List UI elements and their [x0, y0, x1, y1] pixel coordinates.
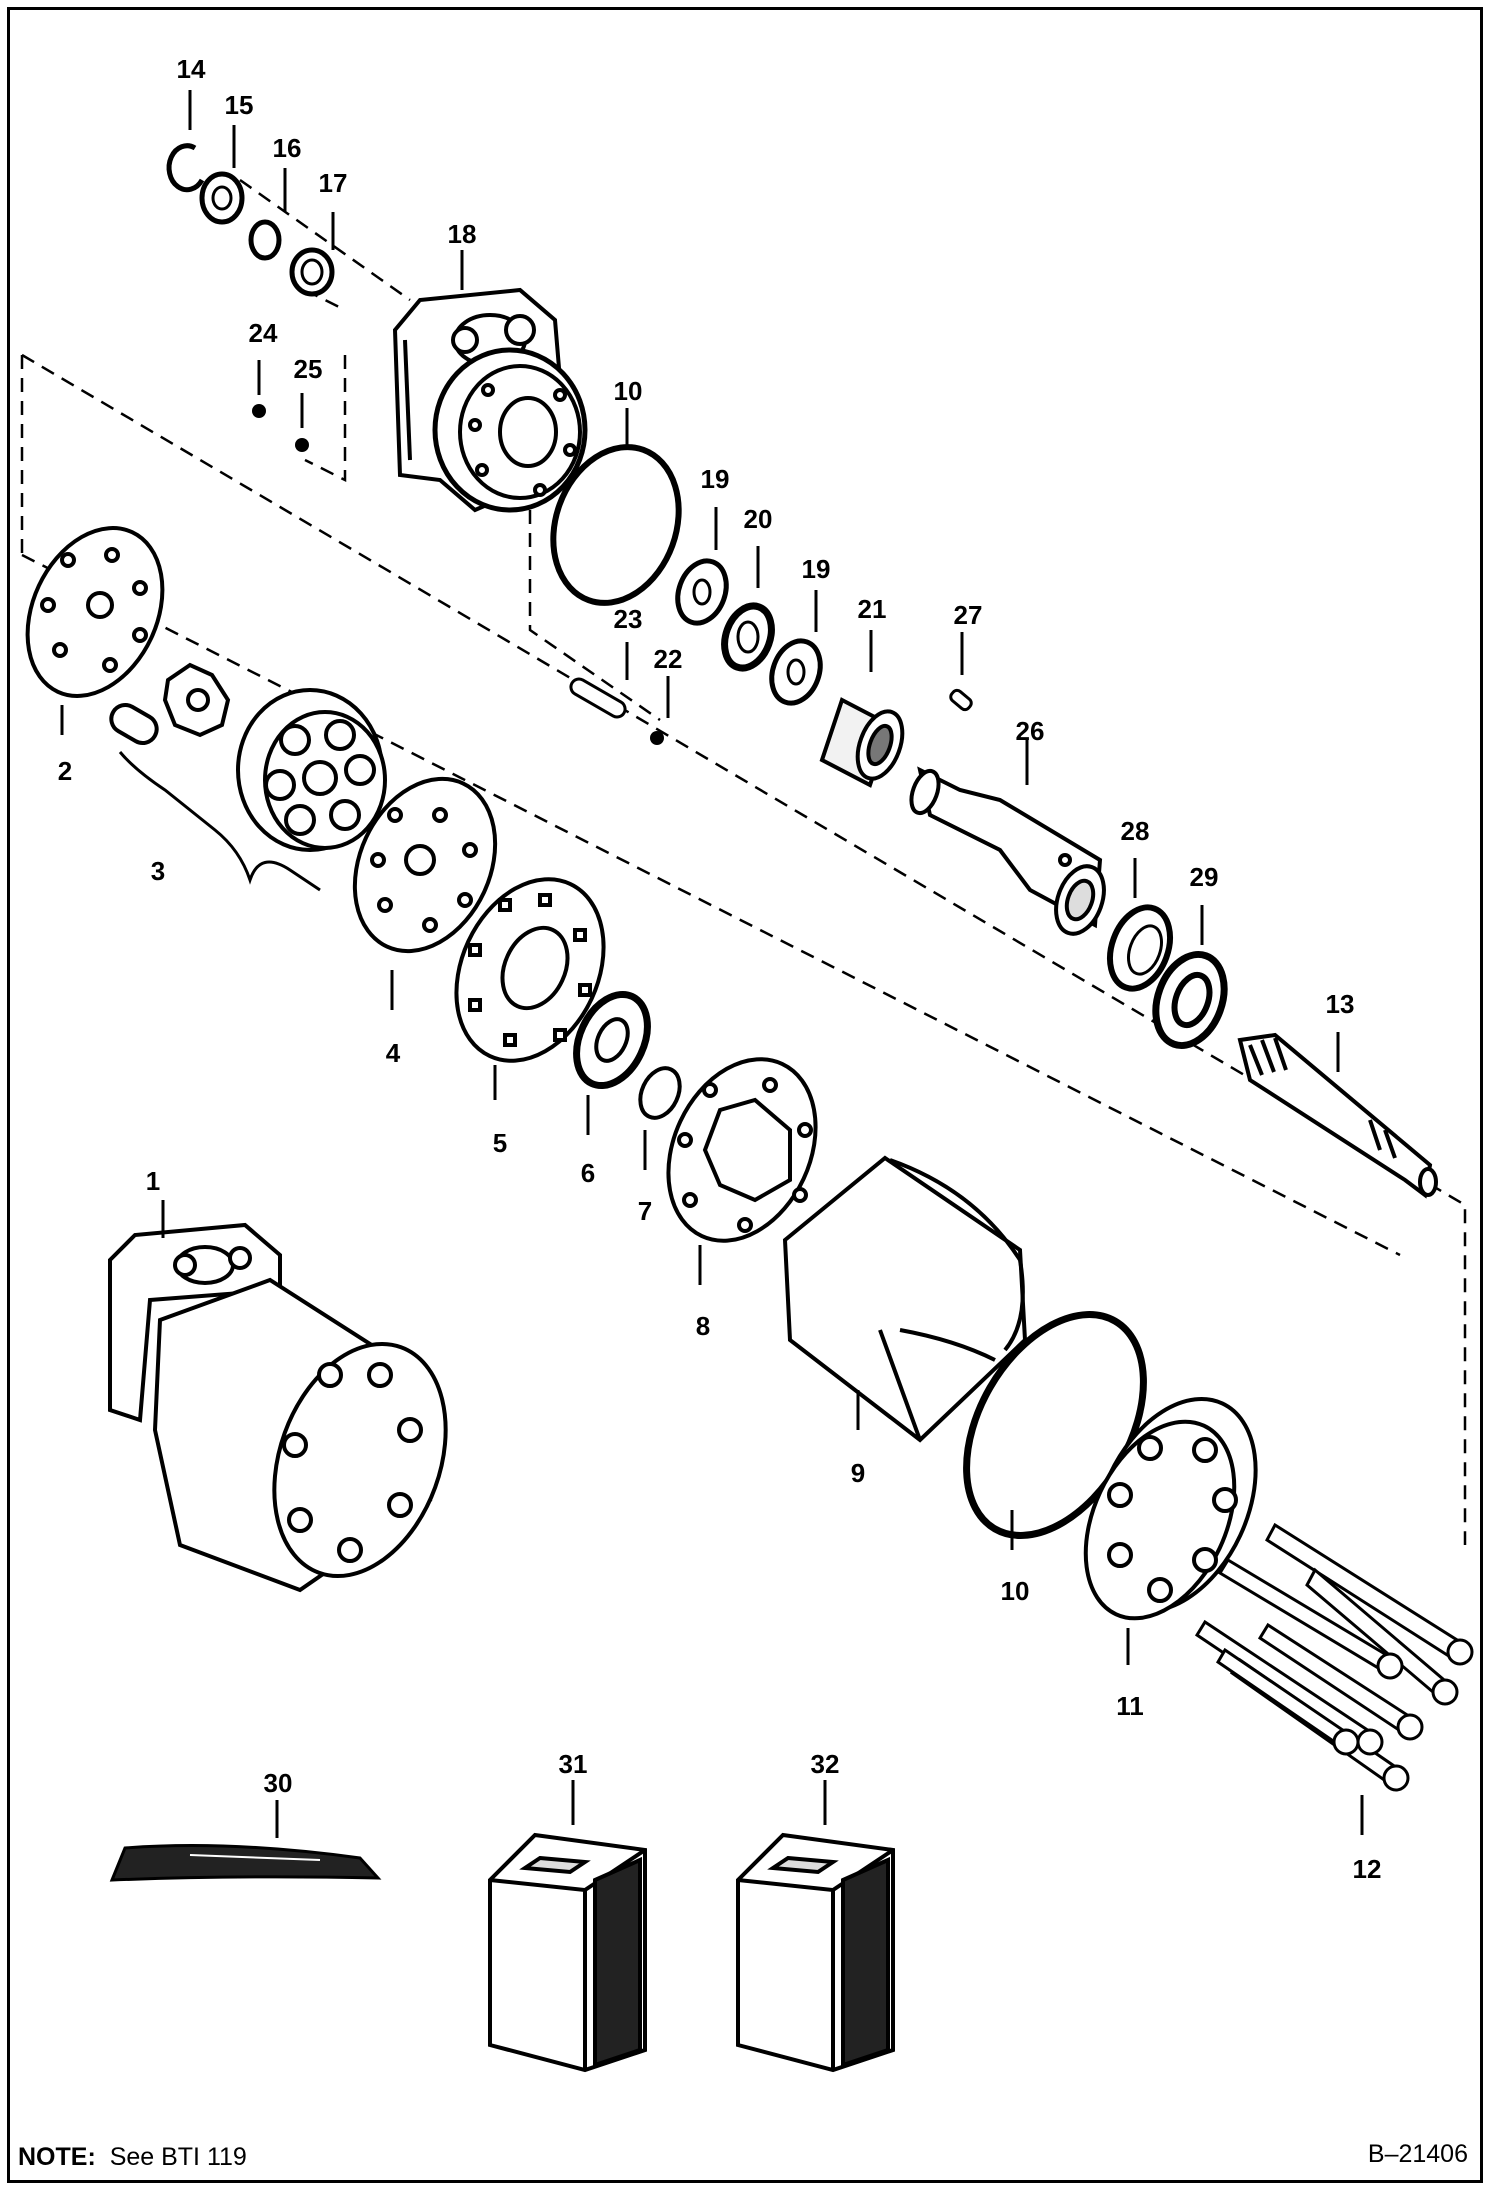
callout-26: 26	[1016, 716, 1045, 746]
part-7-o-ring	[638, 1066, 682, 1120]
note-text: NOTE: See BTI 119	[18, 2143, 247, 2172]
part-25-ball	[295, 438, 309, 452]
part-9-housing-tube	[782, 1155, 1028, 1443]
callout-23: 23	[614, 604, 643, 634]
part-15-seal	[199, 171, 245, 225]
part-8-manifold	[666, 1057, 818, 1243]
callout-3: 3	[151, 856, 165, 886]
callout-21: 21	[858, 594, 887, 624]
callout-5: 5	[493, 1128, 507, 1158]
part-27-key	[949, 688, 973, 712]
part-26-drive-shaft	[909, 766, 1106, 936]
callout-19-right: 19	[802, 554, 831, 584]
part-29-shaft-seal	[1152, 950, 1228, 1050]
callout-15: 15	[225, 90, 254, 120]
callout-22: 22	[654, 644, 683, 674]
callout-labels: 1 2 3 4 5 6 7 8 9 10 10 11 12 13 14 15 1…	[58, 54, 1382, 1884]
callout-29: 29	[1190, 862, 1219, 892]
part-5-valve	[454, 877, 606, 1063]
callout-2: 2	[58, 756, 72, 786]
part-2-wear-plate	[25, 526, 165, 698]
part-31-seal-kit	[488, 1832, 647, 2073]
part-22-ball	[650, 731, 664, 745]
part-14-retaining-ring	[166, 143, 205, 193]
part-11-end-cover	[1083, 1397, 1258, 1621]
part-3-bracket	[118, 751, 321, 892]
callout-25: 25	[294, 354, 323, 384]
callout-30: 30	[264, 1768, 293, 1798]
callout-16: 16	[273, 133, 302, 163]
part-19-thrust-washer-right	[769, 638, 823, 706]
callout-8: 8	[696, 1311, 710, 1341]
callout-28: 28	[1121, 816, 1150, 846]
part-10-seal-ring-upper	[550, 444, 682, 606]
part-23-pin	[569, 677, 627, 719]
part-3-gerotor-set	[109, 662, 387, 852]
callout-14: 14	[177, 54, 206, 84]
callout-27: 27	[954, 600, 983, 630]
part-19-thrust-washer-left	[675, 558, 729, 626]
callout-11: 11	[1116, 1691, 1144, 1721]
callout-10-upper: 10	[614, 376, 643, 406]
note-label: NOTE:	[18, 2143, 96, 2171]
part-21-needle-bearing	[819, 697, 905, 788]
callout-18: 18	[448, 219, 477, 249]
part-24-ball	[252, 404, 266, 418]
part-20-thrust-bearing	[721, 602, 775, 672]
part-17-backup-ring	[289, 247, 335, 297]
part-30-decal	[109, 1844, 382, 1882]
callout-31: 31	[559, 1749, 588, 1779]
part-18-housing	[392, 287, 588, 513]
part-13-output-shaft	[1237, 1032, 1438, 1199]
part-12-bolts	[1194, 1522, 1474, 1792]
callout-20: 20	[744, 504, 773, 534]
part-28-bearing	[1107, 904, 1173, 992]
callout-12: 12	[1353, 1854, 1382, 1884]
callout-4: 4	[386, 1038, 401, 1068]
callout-17: 17	[319, 168, 348, 198]
callout-24: 24	[249, 318, 278, 348]
callout-1: 1	[146, 1166, 160, 1196]
callout-9: 9	[851, 1458, 865, 1488]
callout-13: 13	[1326, 989, 1355, 1019]
callout-19-left: 19	[701, 464, 730, 494]
callout-32: 32	[811, 1749, 840, 1779]
part-6-balance-ring	[573, 990, 651, 1090]
note-body: See BTI 119	[109, 2143, 247, 2171]
part-16-o-ring	[248, 219, 282, 261]
part-32-repair-kit	[736, 1832, 895, 2073]
callout-10-lower: 10	[1001, 1576, 1030, 1606]
part-1-motor-assembly	[108, 1222, 448, 1593]
callout-7: 7	[638, 1196, 652, 1226]
callout-6: 6	[581, 1158, 595, 1188]
part-4-valve-plate	[352, 776, 498, 954]
assembly-leader-lines	[20, 178, 1467, 1545]
drawing-reference: B–21406	[1367, 2140, 1468, 2168]
